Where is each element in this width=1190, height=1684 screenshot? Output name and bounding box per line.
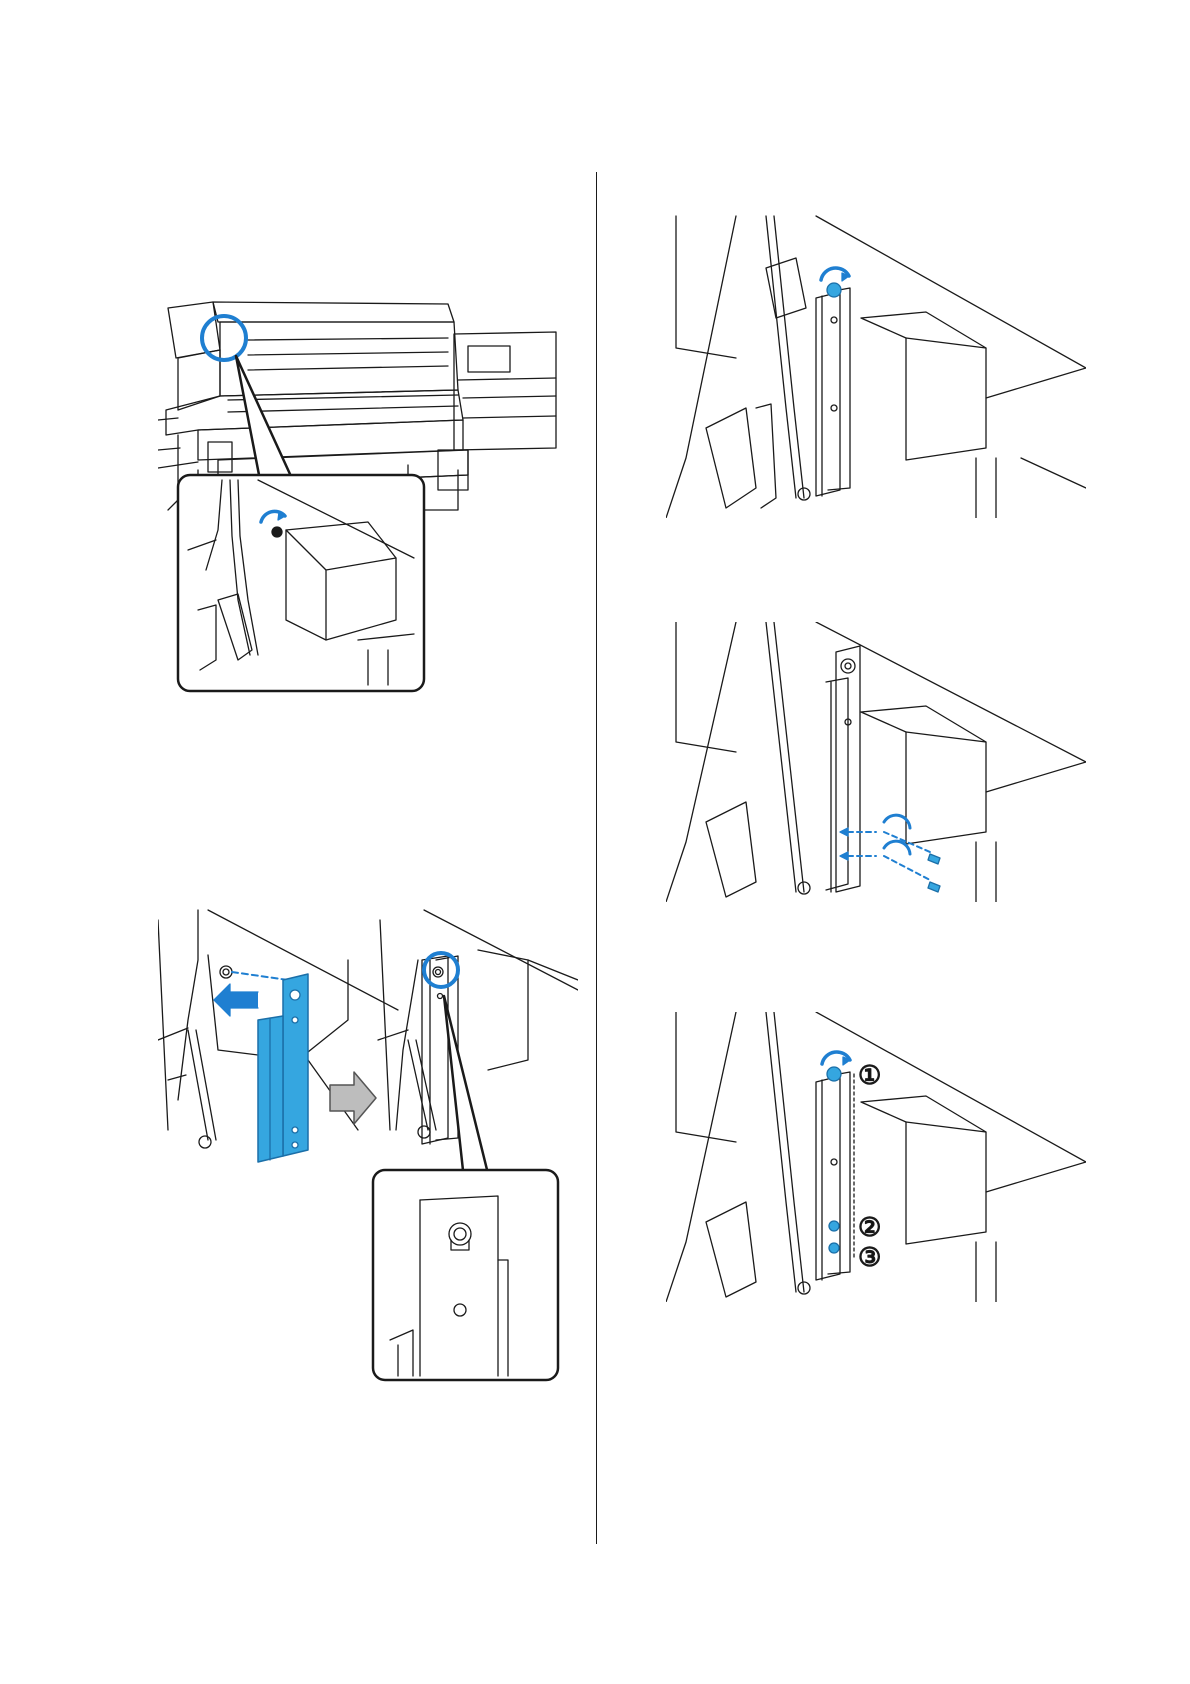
callout-3: ③ — [858, 1243, 881, 1273]
figure-printer-overview — [158, 300, 578, 740]
highlight-circle — [424, 953, 458, 987]
figure-right-1 — [666, 208, 1086, 518]
hinge-assembly — [666, 622, 1086, 902]
figure-bracket-mount — [158, 900, 578, 1390]
bracket-after — [378, 910, 578, 1144]
zoom-inset — [373, 1170, 558, 1380]
figure-right-3: ① ② ③ — [666, 1012, 1086, 1302]
figure-right-2 — [666, 622, 1086, 902]
bracket-before — [158, 910, 398, 1162]
zoom-inset — [178, 475, 424, 691]
callout-2: ② — [858, 1213, 881, 1243]
hinge-assembly — [666, 216, 1086, 518]
next-step-arrow — [330, 1072, 376, 1124]
callout-1: ① — [858, 1061, 881, 1091]
column-divider — [596, 172, 597, 1544]
